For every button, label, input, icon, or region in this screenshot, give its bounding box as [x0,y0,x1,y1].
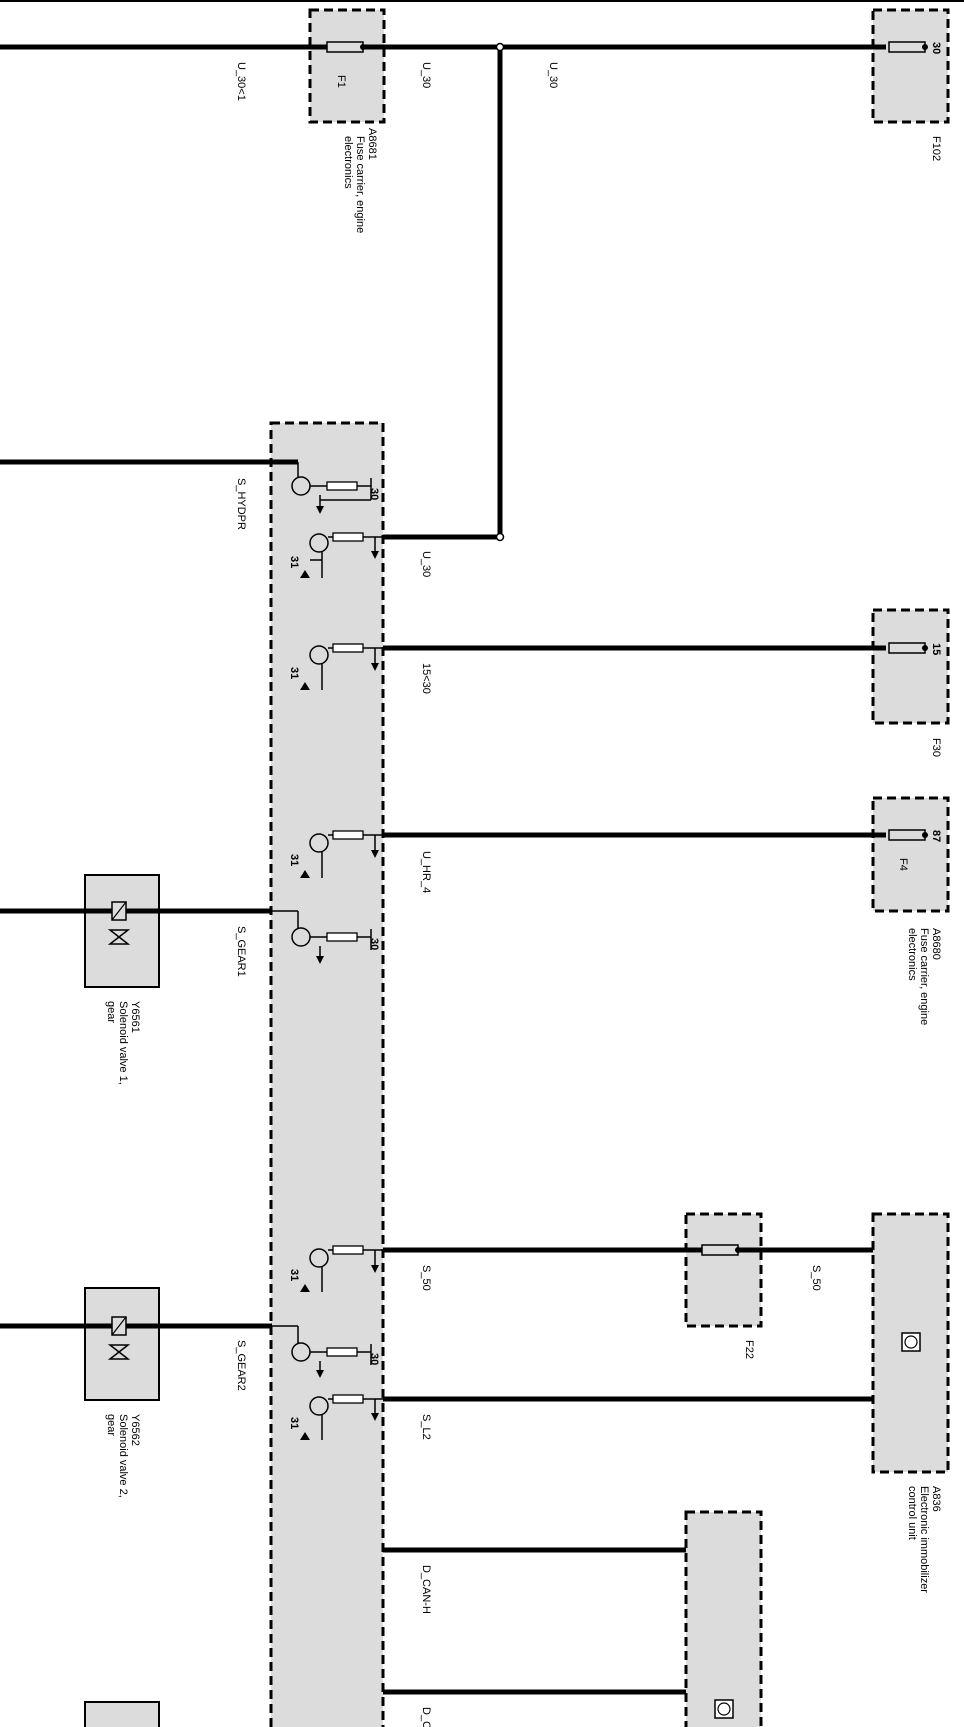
wire-label-u-hr-4: U_HR_4 [420,851,432,893]
component-id-y6561: Y6561 [129,1001,141,1033]
y6561-solenoid-box [84,874,160,988]
component-desc-a8680: Fuse carrier, engine [918,928,930,1025]
pin-label-30: 30 [368,938,380,950]
component-desc-a8681: Fuse carrier, engine [354,136,366,233]
f30-fuse-box [871,608,950,725]
wire-label-d-can-h: D_CAN-H [420,1565,432,1614]
wire-label-s-50: S_50 [420,1265,432,1291]
fuse-label-f1: F1 [335,75,347,88]
component-desc-y6561: Solenoid valve 1, [117,1001,129,1085]
pin-label-31: 31 [288,1417,300,1429]
component-id-f30: F30 [930,738,942,757]
transistor-stage-s50 [300,1245,383,1292]
solenoid-valve-icon [107,1316,131,1360]
transistor-stage-gear1 [272,910,372,964]
component-id-a836: A836 [930,1486,942,1512]
pin-label-a8680: 87 [930,830,942,842]
wire-label-s-l2: S_L2 [420,1414,432,1440]
transistor-stage-15-30 [300,643,383,690]
pin-label-31: 31 [288,1269,300,1281]
junction-dot [495,42,505,52]
f22-fuse-box [684,1212,763,1328]
wire-label-s-gear2: S_GEAR2 [235,1340,247,1391]
wire-label-s-gear1: S_GEAR1 [235,926,247,977]
component-desc-a836: Electronic immobilizer [918,1486,930,1593]
dcan-module-box [684,1510,763,1727]
a8681-fuse-carrier [308,8,386,124]
pin-label-30: 30 [368,488,380,500]
component-id-y6562: Y6562 [129,1414,141,1446]
wire-label-u30: U_30 [420,62,432,88]
pin-label-31: 31 [288,556,300,568]
component-desc-y6561: gear [105,1001,117,1023]
fuses [326,41,928,1256]
wire-label-15-30: 15<30 [420,663,432,694]
a8680-fuse-carrier [871,796,950,913]
f102-fuse-box [871,8,950,124]
component-id-f102: F102 [930,136,942,161]
wire-label-s-hydpr: S_HYDPR [235,478,247,530]
partial-component-box [84,1701,160,1727]
wire-label-s-50: S_50 [810,1265,822,1291]
transistor-stage-gear2 [272,1325,372,1378]
wire-label-u30: U_30 [547,62,559,88]
component-desc-y6562: Solenoid valve 2, [117,1414,129,1498]
pin-label-31: 31 [288,667,300,679]
pin-label-f102: 30 [930,42,942,54]
wire-label-u30-1: U_30<1 [235,62,247,101]
wire-label-u30: U_30 [420,551,432,577]
control-unit-icon [901,1332,921,1352]
component-id-a8681: A8681 [366,128,378,160]
component-desc-y6562: gear [105,1414,117,1436]
pin-label-f30: 15 [930,643,942,655]
transistor-stage-u30 [300,532,383,578]
fuse-label-f4: F4 [897,858,909,871]
y6562-solenoid-box [84,1287,160,1401]
component-desc-a836: control unit [906,1486,918,1540]
control-unit-icon [714,1699,734,1719]
pin-label-30: 30 [368,1353,380,1365]
transistor-stage-s-l2 [300,1394,383,1440]
transistor-stage-hydpr [291,462,372,514]
component-id-f22: F22 [743,1340,755,1359]
component-desc-a8680: electronics [906,928,918,981]
transistor-stage-u-hr-4 [300,830,383,878]
wire-label-d-can: D_CAN [420,1707,432,1727]
junction-dot [495,532,505,542]
pin-label-31: 31 [288,854,300,866]
wires [0,42,886,1695]
solenoid-valve-icon [107,901,131,945]
component-desc-a8681: electronics [342,136,354,189]
control-unit-box [269,421,385,1727]
component-id-a8680: A8680 [930,928,942,960]
